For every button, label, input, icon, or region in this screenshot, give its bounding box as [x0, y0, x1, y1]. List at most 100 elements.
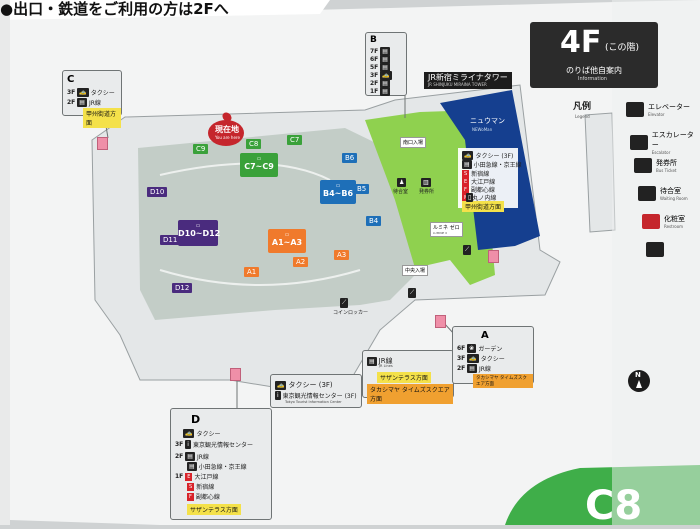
- train-icon: ▤: [380, 47, 390, 56]
- gate-c7: C7: [287, 135, 303, 145]
- gate-b4: B4: [366, 216, 382, 226]
- you-are-here-en: You are here: [215, 135, 240, 140]
- side-wing: [584, 112, 616, 233]
- jr-tower-name: JR新宿ミライナタワー: [428, 73, 508, 82]
- ticket-icon: ▥: [421, 178, 431, 187]
- train-icon: ▤: [380, 55, 390, 64]
- gate-d10: D10: [147, 187, 168, 197]
- exit-b-row-5: 5F▤: [370, 63, 390, 72]
- train-icon: ▤: [380, 87, 390, 96]
- bus-icon: ▭: [256, 156, 262, 162]
- jr-row-en: JR Lines: [379, 364, 393, 368]
- jr-row: ▤JR線: [367, 356, 393, 366]
- info-icon: i: [275, 391, 281, 400]
- gate-d11: D11: [160, 235, 181, 245]
- gate-a2: A2: [293, 257, 309, 267]
- bus-icon: ▭: [195, 223, 201, 229]
- train-icon: ▤: [380, 79, 390, 88]
- escalator-icon: [630, 135, 648, 150]
- callout-exit-a: A 6F❀ガーデン 3F🚕タクシー 2F▤JR線 タカシマヤ タイムズスクエア方…: [452, 326, 534, 388]
- taxi-center-en: Tokyo Tourist Information Center: [285, 400, 342, 404]
- escalator-icon: ⟋: [340, 298, 349, 308]
- legend-title-en: Legend: [575, 114, 590, 119]
- bus-icon: ▭: [284, 232, 290, 238]
- train-icon: ▤: [380, 63, 390, 72]
- elevator-icon: [626, 102, 644, 117]
- exit-a-row-dir: タカシマヤ タイムズスクエア方面: [473, 374, 533, 388]
- taxi-center-row-1: 🚕タクシー (3F): [275, 380, 333, 390]
- newoman-row-1: 🚕タクシー (3F): [462, 151, 514, 160]
- lumine-sign: ルミネ ゼロ LUMINE 0: [430, 222, 463, 237]
- line-badge-icon: E: [462, 177, 470, 186]
- restroom-marker-d: [230, 368, 241, 381]
- entrance-sign-1: 南口入場: [400, 137, 427, 148]
- bus-icon: ▭: [335, 183, 341, 189]
- floor-title-en: Information: [578, 76, 607, 82]
- taxi-icon: 🚕: [380, 71, 392, 80]
- exit-b-row-2: 2F▤: [370, 79, 390, 88]
- exit-b-letter: B: [370, 35, 377, 45]
- entrance-sign-2: 中央入場: [402, 265, 429, 276]
- exit-d-lines: ▤小田急線・京王線: [187, 462, 247, 471]
- you-are-here-marker: 現在地 You are here: [208, 120, 244, 146]
- restroom-marker-a: [435, 315, 446, 328]
- floor-title-jp: のりば他自案内: [566, 66, 622, 75]
- train-icon: ▤: [185, 452, 195, 461]
- legend-extra: [646, 242, 668, 257]
- gate-b5: B5: [354, 184, 370, 194]
- elevator-icon: ▯: [466, 193, 474, 202]
- floor-number: 4F: [560, 25, 602, 60]
- restroom-marker-c: [97, 137, 108, 150]
- gate-d12: D12: [172, 283, 193, 293]
- exit-d-letter: D: [191, 413, 201, 426]
- newoman-row-2: ▤小田急線・京王線: [462, 160, 522, 169]
- exit-b-row-1: 1F▤: [370, 87, 390, 96]
- zone-d: ▭ D10~D12: [178, 220, 220, 246]
- you-are-here-jp: 現在地: [215, 125, 239, 134]
- info-icon: i: [185, 440, 191, 449]
- lane-line-2: [159, 269, 361, 286]
- waiting-room-label: 待合室: [393, 189, 409, 195]
- waiting-room-icon: [638, 186, 656, 201]
- train-icon: ▤: [187, 462, 197, 471]
- escalator-icon: ⟋: [463, 245, 472, 255]
- exit-a-letter: A: [481, 330, 489, 341]
- bus-icon: [646, 242, 664, 257]
- gate-c8: C8: [246, 139, 262, 149]
- callout-jr-lines: ▤JR線 JR Lines サザンテラス方面 タカシマヤ タイムズスクエア方面: [362, 350, 454, 404]
- header-note: ●出口・鉄道をご利用の方は2Fへ: [0, 0, 229, 18]
- north-label: N: [635, 371, 641, 379]
- train-icon: ▤: [77, 98, 87, 107]
- exit-c-row-2: 2F▤JR線: [67, 98, 101, 107]
- callout-exit-b: B 7F▤ 6F▤ 5F▤ 3F🚕 2F▤ 1F▤: [365, 32, 407, 96]
- taxi-icon: 🚕: [275, 380, 287, 390]
- floor-badge: 4F (この階) のりば他自案内 Information: [530, 22, 658, 88]
- newoman-label-en: NEWoMan: [472, 127, 493, 132]
- jr-tower-en: JR SHINJUKU MIRAINA TOWER: [428, 82, 487, 87]
- gate-a1: A1: [244, 267, 260, 277]
- exit-d-dir: サザンテラス方面: [187, 504, 241, 515]
- zone-b: ▭ B4~B6: [320, 180, 356, 204]
- left-edge: [0, 0, 10, 525]
- exit-c-row-1: 3F🚕タクシー: [67, 88, 115, 97]
- train-icon: ▤: [367, 356, 377, 366]
- jr-dir-2: タカシマヤ タイムズスクエア方面: [367, 384, 453, 404]
- newoman-label: ニュウマン: [470, 117, 505, 125]
- north-arrow-icon: [636, 380, 642, 388]
- line-badge-icon: S: [187, 482, 195, 491]
- exit-b-row-6: 6F▤: [370, 55, 390, 64]
- line-badge-icon: E: [185, 472, 193, 481]
